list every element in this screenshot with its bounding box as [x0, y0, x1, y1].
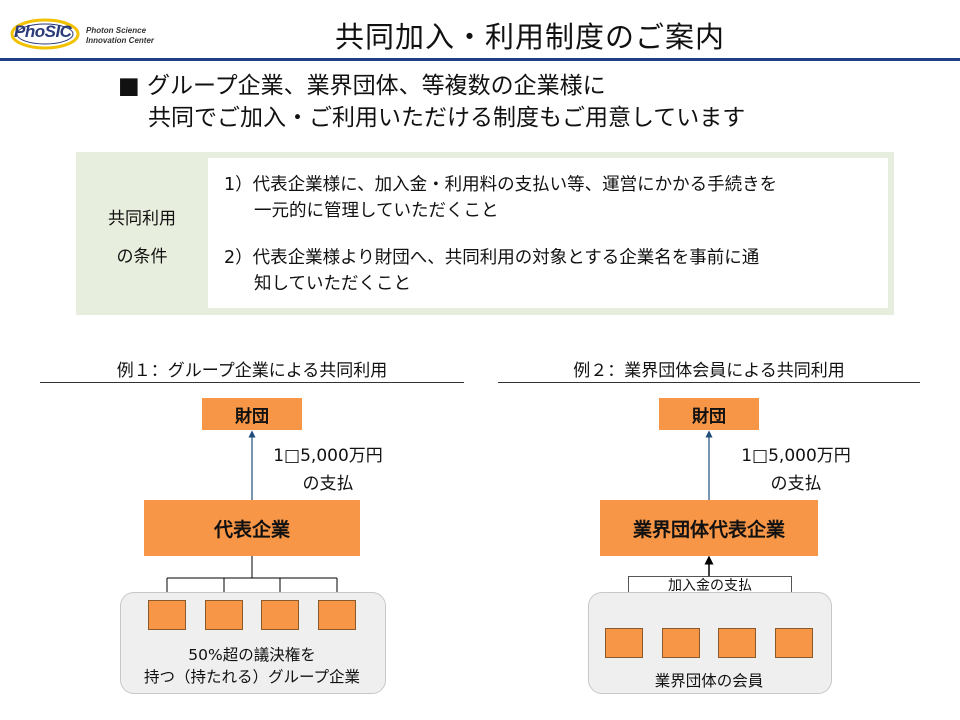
- intro-line-2: 共同でご加入・ご利用いただける制度もご用意しています: [148, 105, 746, 131]
- logo-text: PhoSIC: [14, 22, 72, 41]
- example1-group-line-1: 50%超の議決権を: [188, 646, 316, 664]
- example2-member-1: [605, 628, 643, 658]
- condition-item-2: 2）代表企業様より財団へ、共同利用の対象とする企業名を事前に通 知していただくこ…: [224, 245, 759, 297]
- example2-title: 例２：業界団体会員による共同利用: [573, 361, 845, 381]
- example1-company-1: [148, 600, 186, 630]
- condition-2-line-2: 知していただくこと: [254, 274, 411, 294]
- example1-payment-line-1: 1□5,000万円: [273, 446, 383, 466]
- example1-company-3: [261, 600, 299, 630]
- logo: PhoSIC Photon Science Innovation Center: [10, 14, 160, 54]
- example1-foundation-box: 財団: [202, 398, 302, 430]
- logo-subtitle-2: Innovation Center: [86, 36, 155, 45]
- example2-representative-box: 業界団体代表企業: [600, 500, 818, 556]
- example1-rule: [40, 382, 464, 383]
- logo-swoosh-icon: [10, 18, 80, 50]
- intro-line-1: ■ グループ企業、業界団体、等複数の企業様に: [118, 73, 606, 99]
- conditions-label-line-2: の条件: [116, 247, 168, 267]
- example2-member-label: 業界団体の会員: [654, 672, 764, 690]
- condition-1-line-2: 一元的に管理していただくこと: [254, 201, 499, 221]
- logo-subtitle-1: Photon Science: [86, 26, 147, 35]
- example2-member-4: [775, 628, 813, 658]
- condition-2-line-1: 2）代表企業様より財団へ、共同利用の対象とする企業名を事前に通: [224, 248, 760, 268]
- conditions-label: 共同利用 の条件: [76, 200, 208, 276]
- example2-member-3: [718, 628, 756, 658]
- page-title: 共同加入・利用制度のご案内: [334, 20, 725, 54]
- example2-foundation-box: 財団: [659, 398, 759, 430]
- example1-group-label: 50%超の議決権を 持つ（持たれる）グループ企業: [120, 644, 384, 688]
- example1-company-4: [318, 600, 356, 630]
- example1-company-2: [205, 600, 243, 630]
- conditions-content-panel: [208, 158, 888, 308]
- example2-payment-line-1: 1□5,000万円: [741, 446, 851, 466]
- example2-payment: 1□5,000万円 の支払: [726, 442, 866, 498]
- example1-representative-box: 代表企業: [144, 500, 360, 556]
- example2-rule: [498, 382, 920, 383]
- example2-payment-line-2: の支払: [770, 474, 822, 494]
- example1-title: 例１：グループ企業による共同利用: [116, 361, 388, 381]
- example2-member-2: [662, 628, 700, 658]
- condition-1-line-1: 1）代表企業様に、加入金・利用料の支払い等、運営にかかる手続きを: [224, 175, 778, 195]
- intro-text: ■ グループ企業、業界団体、等複数の企業様に 共同でご加入・ご利用いただける制度…: [118, 70, 745, 134]
- example1-payment-line-2: の支払: [302, 474, 354, 494]
- conditions-label-line-1: 共同利用: [108, 209, 176, 229]
- example1-group-line-2: 持つ（持たれる）グループ企業: [143, 668, 361, 686]
- example1-payment: 1□5,000万円 の支払: [258, 442, 398, 498]
- condition-item-1: 1）代表企業様に、加入金・利用料の支払い等、運営にかかる手続きを 一元的に管理し…: [224, 172, 777, 224]
- title-divider: [0, 58, 960, 61]
